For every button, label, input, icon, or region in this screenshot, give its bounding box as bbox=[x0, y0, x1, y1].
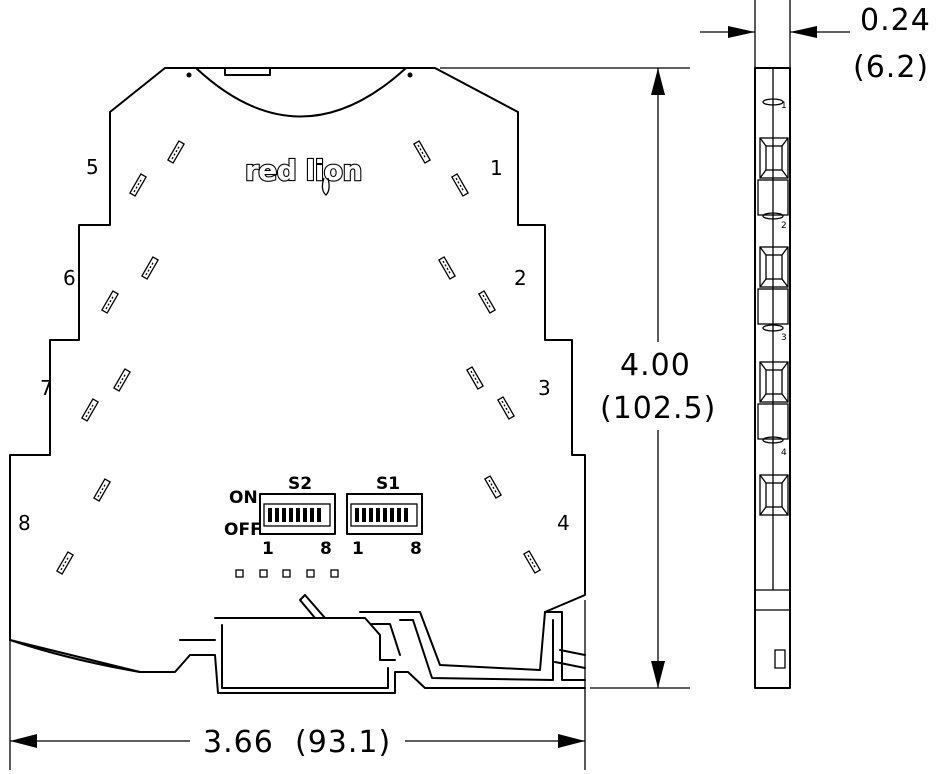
terminal-label-6: 6 bbox=[63, 266, 76, 290]
dip-switch-s2 bbox=[259, 493, 336, 535]
switch-label-s2: S2 bbox=[288, 474, 312, 494]
module-outline bbox=[9, 67, 586, 694]
brand-logo: red lion bbox=[245, 154, 362, 187]
terminal-label-5: 5 bbox=[86, 155, 99, 179]
side-number-4: 4 bbox=[781, 448, 787, 458]
terminal-label-8: 8 bbox=[18, 511, 31, 535]
depth-mm: (6.2) bbox=[853, 50, 929, 85]
terminal-slot bbox=[113, 368, 131, 392]
s1-last-number: 8 bbox=[410, 539, 422, 559]
terminal-slot bbox=[523, 550, 541, 574]
terminal-label-4: 4 bbox=[557, 511, 570, 535]
top-latch bbox=[224, 67, 271, 76]
dip-switch-s1 bbox=[346, 493, 423, 535]
height-mm: (102.5) bbox=[600, 391, 716, 426]
top-arc bbox=[195, 67, 407, 118]
terminal-label-3: 3 bbox=[538, 376, 551, 400]
height-inches: 4.00 bbox=[620, 348, 691, 383]
terminal-slot bbox=[93, 478, 111, 502]
switch-label-s1: S1 bbox=[376, 474, 400, 494]
terminal-slot bbox=[451, 173, 469, 197]
led-indicators bbox=[235, 569, 339, 578]
din-clip-outer bbox=[179, 611, 586, 681]
terminal-slot bbox=[438, 256, 456, 280]
terminal-label-7: 7 bbox=[40, 376, 53, 400]
switch-on-label: ON bbox=[229, 488, 258, 508]
depth-inches: 0.24 bbox=[860, 3, 931, 38]
terminal-slot bbox=[497, 396, 515, 420]
screw-left bbox=[186, 72, 192, 78]
din-clip-inner bbox=[221, 619, 554, 689]
height-dimension bbox=[440, 67, 690, 689]
side-number-1: 1 bbox=[781, 101, 787, 111]
width-dimension bbox=[9, 600, 586, 770]
terminal-slot bbox=[466, 366, 484, 390]
terminal-slot bbox=[56, 551, 74, 575]
bottom-curve bbox=[9, 639, 141, 673]
terminal-slot bbox=[129, 173, 147, 197]
terminal-slot bbox=[167, 140, 185, 164]
side-number-2: 2 bbox=[781, 221, 787, 231]
terminal-slot bbox=[478, 290, 496, 314]
width-inches: 3.66 bbox=[203, 725, 274, 760]
side-number-3: 3 bbox=[781, 333, 787, 343]
terminal-label-2: 2 bbox=[514, 266, 527, 290]
screw-right bbox=[407, 72, 413, 78]
width-mm: (93.1) bbox=[295, 725, 391, 760]
terminal-slots bbox=[56, 140, 541, 575]
terminal-slot bbox=[81, 398, 99, 422]
s2-last-number: 8 bbox=[320, 539, 332, 559]
terminal-slot bbox=[101, 290, 119, 314]
terminal-label-1: 1 bbox=[490, 156, 503, 180]
side-view bbox=[700, 0, 850, 689]
s1-first-number: 1 bbox=[352, 539, 364, 559]
brand-logo-swoosh bbox=[321, 177, 330, 196]
terminal-slot bbox=[413, 140, 431, 164]
release-lever bbox=[299, 594, 326, 619]
switch-off-label: OFF bbox=[224, 520, 262, 540]
terminal-slot bbox=[141, 256, 159, 280]
terminal-slot bbox=[484, 475, 502, 499]
s2-first-number: 1 bbox=[262, 539, 274, 559]
rail-edge bbox=[9, 579, 586, 669]
